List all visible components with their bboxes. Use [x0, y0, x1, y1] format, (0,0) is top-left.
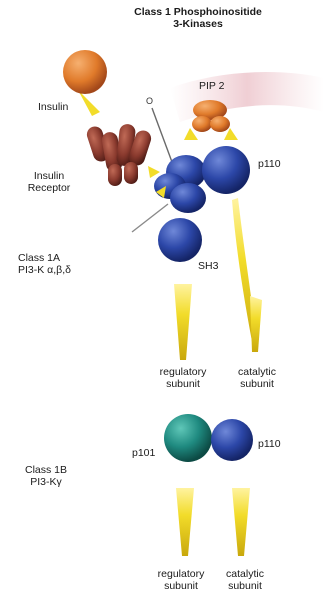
- p85-regulatory-cluster: [148, 155, 206, 262]
- phosphate-label: O: [146, 96, 153, 106]
- receptor-line2: Receptor: [20, 182, 78, 194]
- cat1-line1: catalytic: [222, 366, 292, 378]
- reg1-line1: regulatory: [148, 366, 218, 378]
- class1a-line2: PI3-K α,β,δ: [18, 264, 71, 276]
- regulatory-subunit-1b-label: regulatory subunit: [146, 568, 216, 592]
- reg2-line1: regulatory: [146, 568, 216, 580]
- p110-catalytic-top: [202, 146, 250, 194]
- regulatory-arrow-1a: [174, 284, 192, 360]
- catalytic-subunit-1a-label: catalytic subunit: [222, 366, 292, 390]
- insulin-receptor: [85, 123, 153, 186]
- class1b-line1: Class 1B: [18, 464, 74, 476]
- pip2-label: PIP 2: [199, 80, 225, 92]
- sh3-label: SH3: [198, 260, 218, 272]
- class1a-line1: Class 1A: [18, 252, 71, 264]
- class1a-label: Class 1A PI3-K α,β,δ: [18, 252, 71, 276]
- insulin-molecule: [63, 50, 107, 116]
- cat2-line2: subunit: [210, 580, 280, 592]
- receptor-line1: Insulin: [20, 170, 78, 182]
- title-line2: 3-Kinases: [118, 18, 278, 30]
- regulatory-arrow-1b: [176, 488, 194, 556]
- class1b-label: Class 1B PI3-Kγ: [18, 464, 74, 488]
- insulin-receptor-label: Insulin Receptor: [20, 170, 78, 194]
- reg1-line2: subunit: [148, 378, 218, 390]
- membrane-band: [170, 72, 324, 122]
- regulatory-subunit-1a-label: regulatory subunit: [148, 366, 218, 390]
- insulin-label: Insulin: [38, 101, 68, 113]
- class1b-line2: PI3-Kγ: [18, 476, 74, 488]
- p110-bottom-label: p110: [258, 438, 281, 450]
- p101-label: p101: [132, 447, 155, 459]
- reg2-line2: subunit: [146, 580, 216, 592]
- p110-top-label: p110: [258, 158, 281, 170]
- cat2-line1: catalytic: [210, 568, 280, 580]
- p101-teal: [164, 414, 212, 462]
- title-line1: Class 1 Phosphoinositide: [118, 6, 278, 18]
- catalytic-arrow-1a-head: [250, 296, 262, 352]
- phosphate-pointer: [152, 108, 172, 162]
- p110-catalytic-bottom: [211, 419, 253, 461]
- catalytic-arrow-1b: [232, 488, 250, 556]
- catalytic-subunit-1b-label: catalytic subunit: [210, 568, 280, 592]
- title: Class 1 Phosphoinositide 3-Kinases: [118, 6, 278, 30]
- cat1-line2: subunit: [222, 378, 292, 390]
